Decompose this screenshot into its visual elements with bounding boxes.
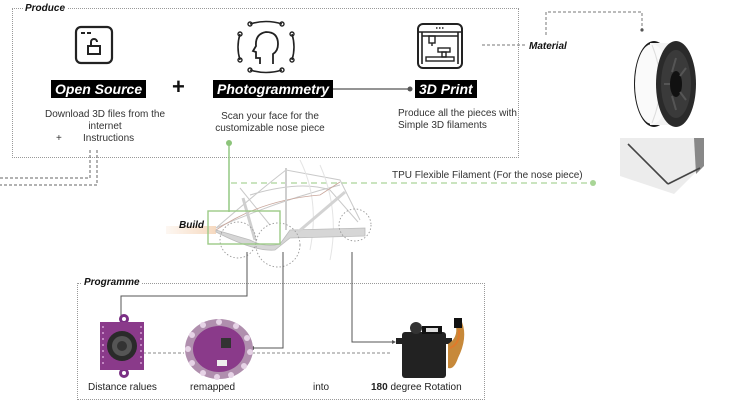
servo-motor-icon: [396, 318, 465, 378]
desc-line: Scan your face for the: [221, 111, 319, 122]
desc-line: internet: [88, 121, 122, 132]
unlock-window-icon: [74, 25, 114, 65]
desc-line: customizable nose piece: [215, 123, 325, 134]
desc-line: Simple 3D filaments: [398, 120, 487, 131]
instructions-text: Instructions: [83, 133, 135, 144]
caption-rotation: 180 degree Rotation: [371, 382, 462, 393]
rotation-text: degree Rotation: [387, 382, 462, 393]
material-label: Material: [529, 41, 567, 52]
dashed-connector: [0, 150, 98, 186]
build-label: Build: [179, 220, 204, 231]
produce-box: [12, 8, 519, 158]
caption-remapped: remapped: [190, 382, 236, 393]
produce-label: Produce: [23, 3, 68, 14]
step-title-open-source: Open Source: [51, 80, 147, 98]
ultrasonic-sensor-icon: [100, 314, 144, 378]
connector-line: [333, 86, 413, 92]
step-title-3d-print: 3D Print: [415, 80, 477, 98]
face-scan-icon: [237, 20, 295, 74]
programme-label: Programme: [82, 277, 142, 288]
step-title-photogrammetry: Photogrammetry: [213, 80, 334, 98]
step-desc-open-source: Download 3D files from the internet: [20, 109, 190, 133]
plus-symbol: +: [172, 74, 185, 99]
caption-distance-values: Distance ralues: [88, 382, 157, 393]
rotation-degrees: 180: [371, 382, 388, 393]
tpu-label: TPU Flexible Filament (For the nose piec…: [392, 170, 583, 181]
build-highlight: [166, 226, 216, 234]
instructions-plus: +: [56, 133, 62, 144]
desc-line: Produce all the pieces with: [398, 108, 517, 119]
material-connector: [482, 11, 644, 46]
step-desc-3d-print: Produce all the pieces with Simple 3D fi…: [398, 108, 528, 132]
tpu-sheet-icon: [620, 138, 704, 194]
caption-into: into: [313, 382, 330, 393]
programme-box: [77, 283, 485, 400]
lilypad-board-icon: [185, 319, 253, 380]
filament-spool-icon: [634, 41, 696, 127]
3d-printer-icon: [417, 23, 463, 69]
desc-line: Download 3D files from the: [44, 109, 166, 120]
step-desc-photogrammetry: Scan your face for the customizable nose…: [200, 111, 340, 135]
